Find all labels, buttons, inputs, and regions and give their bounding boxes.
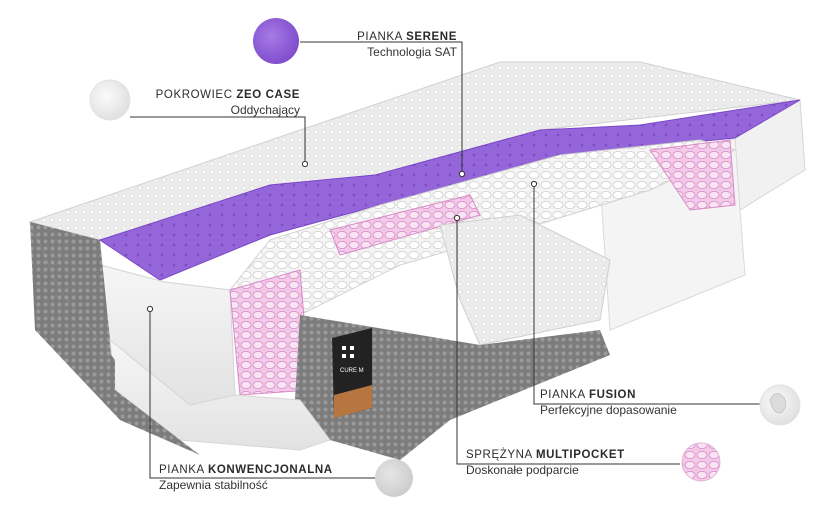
fusion-label: PIANKA FUSION Perfekcyjne dopasowanie [540,389,677,417]
left-bottom-grey [30,222,200,455]
serene-swatch-icon [253,18,299,64]
serene-layer [98,99,801,281]
tag-brand: CURE M [340,368,364,374]
leader-dots [146,160,538,313]
left-grey-corner [30,222,115,360]
zeo-case-label: POKROWIEC ZEO CASE Oddychający [155,89,300,117]
zeo-case-swatch-icon [89,79,131,121]
pink-springs-right [649,139,736,211]
multipocket-label: SPRĘŻYNA MULTIPOCKET Doskonałe podparcie [466,449,625,477]
multipocket-leader [456,216,680,465]
konwencjonalna-leader [149,309,375,479]
zeo-leader [130,116,306,162]
pink-springs-mid [329,194,481,256]
product-tag: CURE M [332,328,372,418]
serene-leader [300,41,463,172]
serene-label: PIANKA SERENE Technologia SAT [357,31,457,59]
fusion-foam [439,214,611,346]
leader-lines [130,41,760,479]
bottom-base [109,338,331,451]
front-grey-corner [295,315,610,460]
multipocket-swatch-icon [681,442,721,482]
fusion-leader [533,182,760,405]
konwencjonalna-swatch-icon [375,459,413,497]
konwencjonalna-label: PIANKA KONWENCJONALNA Zapewnia stabilnoś… [159,464,333,492]
